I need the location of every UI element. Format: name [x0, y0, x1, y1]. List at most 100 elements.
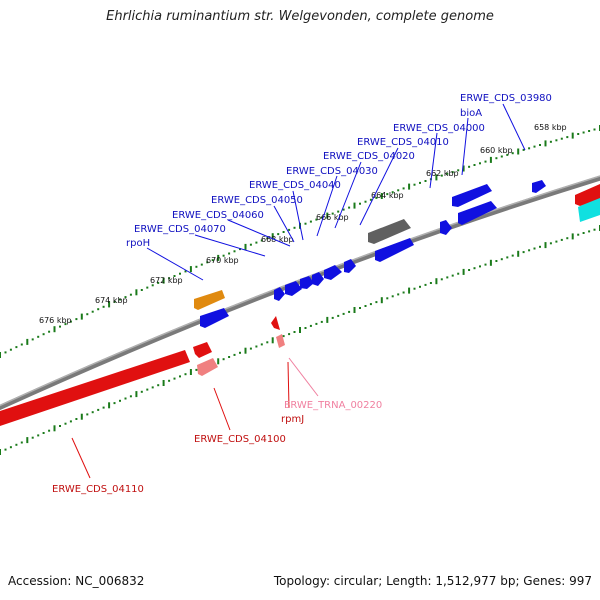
tick-label: 660 kbp: [480, 146, 513, 155]
ruler-minor-tick: [293, 331, 296, 333]
ruler-minor-tick: [457, 169, 460, 172]
gene-label[interactable]: ERWE_CDS_04070: [134, 224, 226, 235]
gene-feature[interactable]: [375, 238, 414, 262]
gene-feature[interactable]: [575, 184, 600, 206]
gene-feature[interactable]: [285, 281, 302, 296]
ruler-minor-tick: [260, 239, 263, 242]
gene-feature[interactable]: [458, 201, 497, 225]
ruler-minor-tick: [119, 399, 121, 402]
gene-label[interactable]: ERWE_CDS_04100: [194, 434, 286, 445]
ruler-minor-tick: [228, 252, 231, 255]
gene-feature[interactable]: [0, 350, 190, 426]
ruler-minor-tick: [522, 148, 525, 151]
ruler-minor-tick: [337, 210, 340, 213]
ruler-minor-tick: [42, 432, 45, 434]
gene-feature[interactable]: [193, 342, 212, 358]
ruler-major-tick: [462, 268, 465, 275]
inner-ruler: [0, 225, 600, 455]
gene-label[interactable]: ERWE_CDS_03980: [460, 93, 552, 104]
ruler-minor-tick: [342, 208, 345, 211]
leader-line: [334, 161, 362, 229]
ruler-minor-tick: [168, 277, 171, 280]
gene-label[interactable]: ERWE_CDS_04050: [211, 195, 303, 206]
genome-backbone: [0, 175, 600, 411]
gene-feature[interactable]: [312, 272, 324, 286]
gene-feature[interactable]: [532, 180, 546, 193]
gene-label[interactable]: ERWE_CDS_04010: [357, 137, 449, 148]
ruler-major-tick: [353, 202, 356, 209]
ruler-minor-tick: [59, 425, 61, 427]
leader-line: [194, 234, 266, 257]
gene-feature[interactable]: [197, 358, 218, 376]
leader-line: [288, 357, 319, 397]
ruler-minor-tick: [59, 325, 61, 328]
ruler-minor-tick: [468, 269, 471, 271]
ruler-minor-tick: [331, 212, 334, 215]
gene-feature-orange[interactable]: [194, 290, 225, 310]
gene-feature[interactable]: [276, 334, 285, 348]
ruler-minor-tick: [577, 133, 580, 135]
ruler-minor-tick: [91, 310, 94, 313]
leader-line: [502, 103, 526, 151]
gene-feature[interactable]: [300, 276, 314, 289]
gene-feature[interactable]: [324, 265, 342, 280]
ruler-major-tick: [108, 402, 111, 409]
ruler-minor-tick: [288, 333, 291, 336]
ruler-minor-tick: [282, 231, 285, 233]
ruler-major-tick: [162, 380, 165, 386]
gene-label[interactable]: ERWE_CDS_04000: [393, 123, 485, 134]
gene-label[interactable]: ERWE_CDS_04020: [323, 151, 415, 162]
ruler-minor-tick: [359, 202, 361, 205]
ruler-minor-tick: [124, 296, 127, 299]
ruler-major-tick: [380, 193, 383, 199]
gene-label[interactable]: ERWE_CDS_04030: [286, 166, 378, 177]
gene-label[interactable]: ERWE_CDS_04040: [249, 180, 341, 191]
gene-feature[interactable]: [271, 316, 280, 330]
gene-feature-gray[interactable]: [368, 219, 411, 244]
gene-label[interactable]: ERWE_TRNA_00220: [284, 400, 382, 411]
ruler-major-tick: [244, 347, 247, 354]
ruler-minor-tick: [468, 165, 471, 168]
gene-feature[interactable]: [440, 220, 452, 235]
tick-labels: 658 kbp 660 kbp 662 kbp 664 kbp 666 kbp …: [39, 123, 567, 325]
leader-line: [316, 175, 338, 237]
ruler-major-tick: [271, 233, 274, 240]
tick-label: 662 kbp: [426, 169, 459, 178]
gene-label[interactable]: ERWE_CDS_04110: [52, 484, 144, 495]
leader-line: [359, 147, 399, 226]
gene-label[interactable]: rpoH: [126, 238, 150, 249]
gene-feature-cyan[interactable]: [578, 197, 600, 222]
ruler-minor-tick: [402, 291, 405, 294]
gene-feature[interactable]: [452, 184, 492, 207]
ruler-minor-tick: [457, 272, 460, 275]
ruler-minor-tick: [533, 145, 536, 148]
ruler-minor-tick: [337, 314, 340, 317]
gene-label[interactable]: ERWE_CDS_04060: [172, 210, 264, 221]
ruler-minor-tick: [320, 320, 323, 323]
ruler-minor-tick: [364, 305, 367, 307]
ruler-minor-tick: [391, 295, 394, 298]
gene-label[interactable]: bioA: [460, 108, 482, 119]
ruler-minor-tick: [15, 346, 18, 349]
ruler-major-tick: [571, 233, 574, 240]
gene-feature[interactable]: [200, 308, 229, 328]
gene-label[interactable]: rpmJ: [281, 414, 304, 425]
gene-feature[interactable]: [344, 259, 356, 273]
ruler-major-tick: [53, 425, 56, 432]
ruler-minor-tick: [348, 310, 351, 313]
ruler-minor-tick: [555, 240, 558, 243]
ruler-minor-tick: [97, 408, 100, 411]
ruler-minor-tick: [539, 245, 541, 248]
tick-label: 670 kbp: [206, 256, 239, 265]
ruler-major-tick: [0, 352, 1, 358]
gene-feature[interactable]: [274, 287, 285, 301]
ruler-minor-tick: [511, 152, 514, 155]
ruler-minor-tick: [146, 286, 149, 289]
ruler-minor-tick: [179, 375, 181, 378]
ruler-minor-tick: [424, 180, 427, 182]
ruler-major-tick: [108, 301, 111, 308]
ruler-minor-tick: [359, 307, 361, 309]
ruler-minor-tick: [233, 353, 236, 356]
ruler-minor-tick: [511, 254, 514, 257]
leader-line: [287, 361, 290, 409]
